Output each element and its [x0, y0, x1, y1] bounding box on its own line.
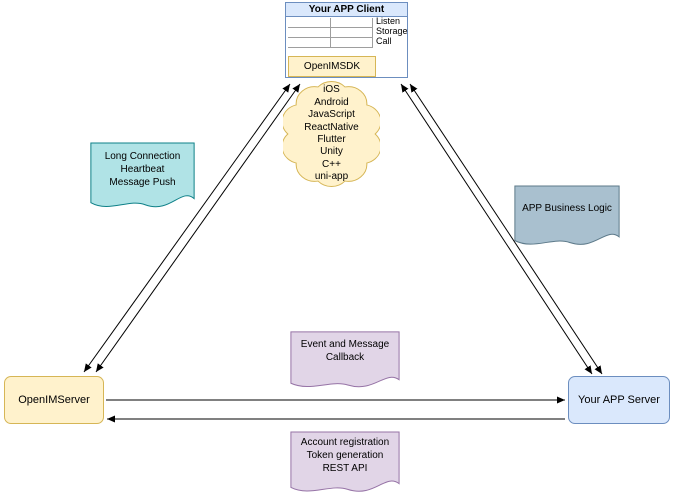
- callout-rest-api[interactable]: Account registration Token generation RE…: [290, 431, 400, 498]
- callout-line: Heartbeat: [120, 164, 165, 175]
- callout-app-business-logic-text: APP Business Logic: [514, 185, 620, 215]
- callout-rest-api-text: Account registration Token generation RE…: [290, 431, 400, 475]
- row-label-call: Call: [376, 36, 392, 46]
- platform-cpp: C++: [322, 158, 341, 170]
- callout-event-callback-text: Event and Message Callback: [290, 331, 400, 364]
- client-grid: [288, 18, 373, 48]
- callout-line: Message Push: [109, 177, 176, 188]
- document-shape: [290, 331, 400, 393]
- platform-reactnative: ReactNative: [304, 121, 359, 133]
- callout-line: Event and Message: [300, 339, 390, 350]
- edge-openimserver-client-b: [95, 83, 301, 373]
- callout-line: Long Connection: [104, 151, 181, 162]
- callout-line: Account registration: [300, 437, 390, 448]
- callout-line: REST API: [322, 463, 368, 474]
- edge-openimserver-client-a: [83, 83, 291, 373]
- callout-line: Token generation: [306, 450, 384, 461]
- grid-row-line: [288, 47, 372, 48]
- callout-long-connection[interactable]: Long Connection Heartbeat Message Push: [90, 142, 195, 214]
- platform-uniapp: uni-app: [314, 171, 349, 183]
- callout-line: APP Business Logic: [522, 203, 612, 214]
- grid-row-line: [288, 27, 372, 28]
- node-your-app-client[interactable]: Your APP Client Listen Storage Call Open…: [285, 2, 408, 78]
- platform-javascript: JavaScript: [308, 109, 355, 121]
- node-your-app-server[interactable]: Your APP Server: [568, 376, 670, 424]
- platform-ios: iOS: [323, 84, 340, 96]
- platform-android: Android: [314, 96, 349, 108]
- cloud-platform-list: iOS Android JavaScript ReactNative Flutt…: [283, 80, 380, 188]
- openimsdk-label: OpenIMSDK: [303, 61, 361, 72]
- client-row-labels: Listen Storage Call: [376, 16, 408, 46]
- client-title: Your APP Client: [286, 3, 407, 17]
- row-label-listen: Listen: [376, 16, 401, 26]
- callout-line: Callback: [325, 352, 365, 363]
- row-label-storage: Storage: [376, 26, 408, 36]
- callout-event-callback[interactable]: Event and Message Callback: [290, 331, 400, 393]
- your-app-server-label: Your APP Server: [578, 394, 660, 406]
- node-openimsdk[interactable]: OpenIMSDK: [288, 56, 376, 77]
- callout-app-business-logic[interactable]: APP Business Logic: [514, 185, 620, 251]
- callout-long-connection-text: Long Connection Heartbeat Message Push: [90, 142, 195, 189]
- openim-server-label: OpenIMServer: [18, 394, 90, 406]
- platform-unity: Unity: [320, 146, 343, 158]
- node-openim-server[interactable]: OpenIMServer: [4, 376, 104, 424]
- grid-vertical-divider: [330, 18, 331, 48]
- platform-flutter: Flutter: [317, 134, 346, 145]
- document-shape: [290, 431, 400, 498]
- grid-row-line: [288, 37, 372, 38]
- node-platform-cloud[interactable]: iOS Android JavaScript ReactNative Flutt…: [283, 80, 380, 188]
